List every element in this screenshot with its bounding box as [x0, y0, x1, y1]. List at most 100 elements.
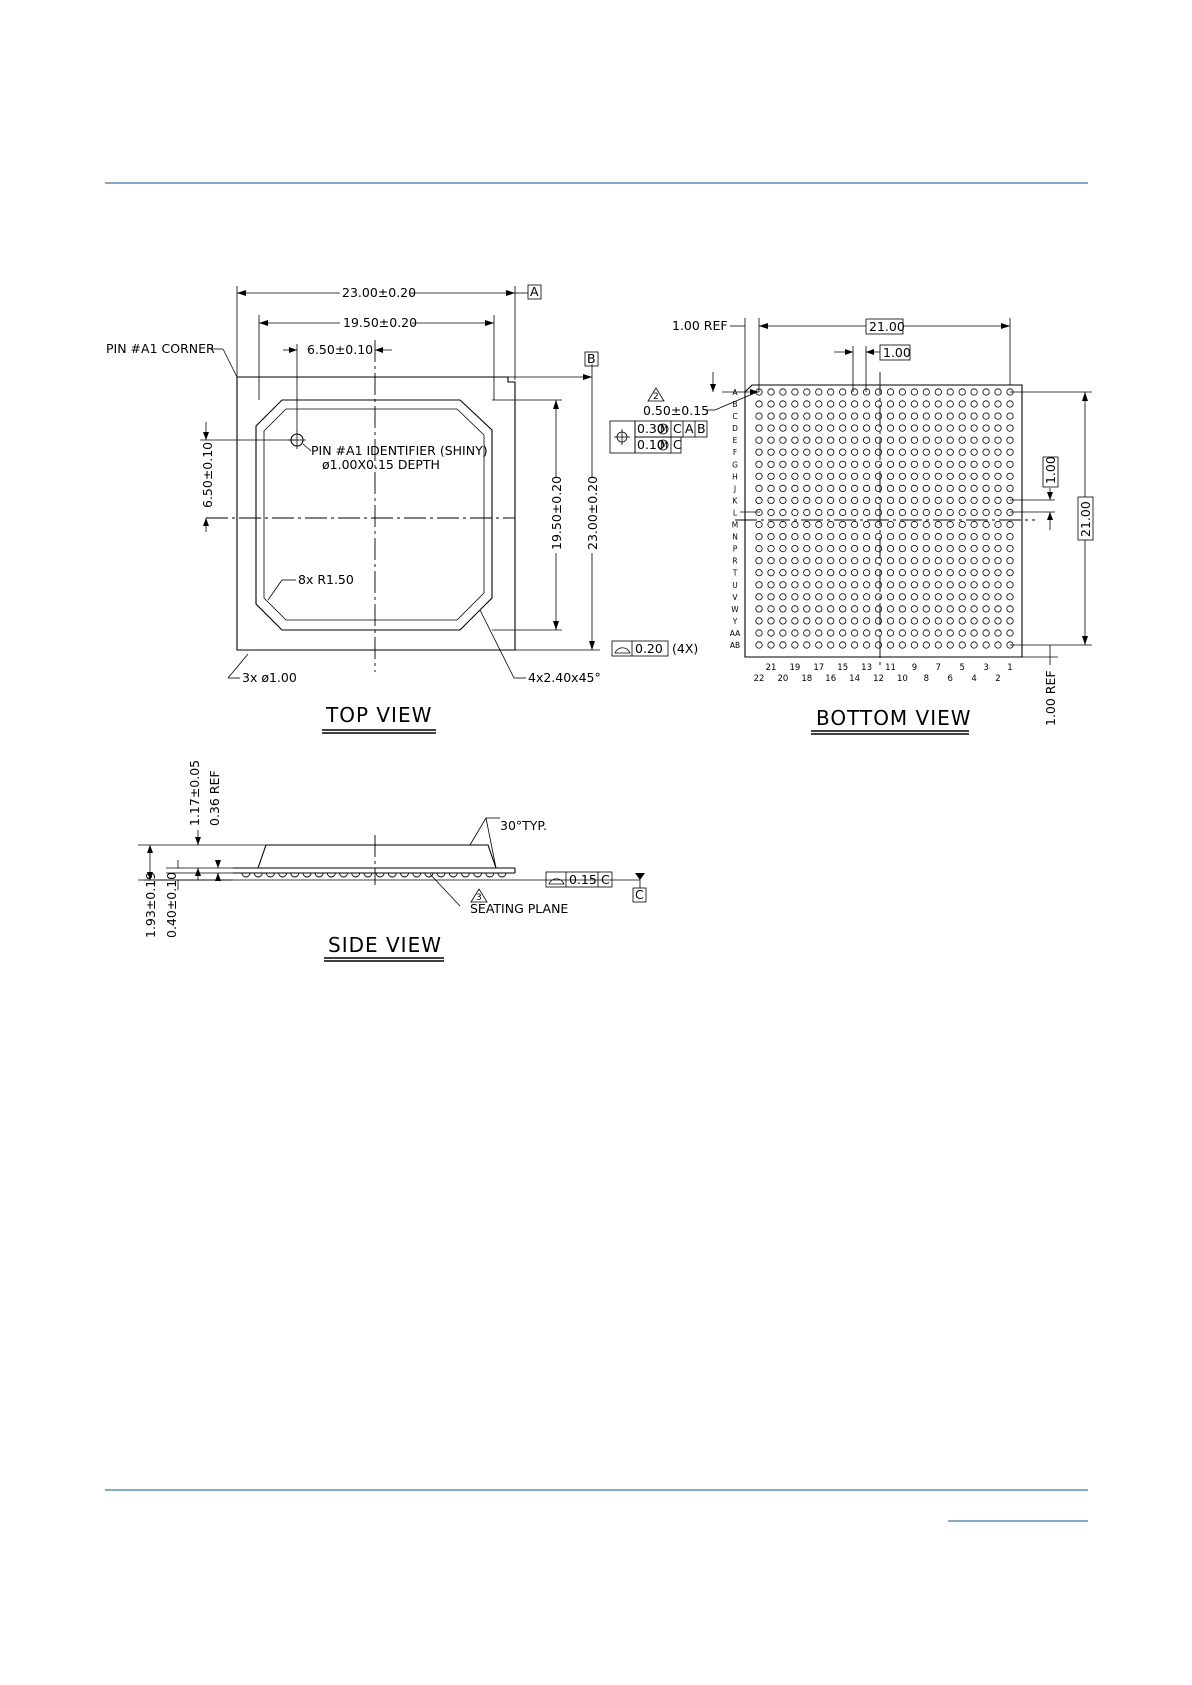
row-label: L: [733, 509, 738, 518]
ball: [850, 400, 859, 408]
ball: [779, 581, 787, 589]
ball: [898, 412, 907, 420]
row-label: G: [732, 460, 738, 469]
ball: [839, 593, 847, 601]
ball: [779, 472, 787, 480]
ball: [886, 448, 895, 456]
ball: [934, 593, 942, 601]
ball: [755, 472, 763, 480]
ball: [898, 520, 907, 529]
ball: [874, 629, 883, 637]
ball: [934, 532, 942, 541]
ball: [958, 424, 966, 432]
ball: [994, 424, 1002, 432]
ball: [898, 484, 907, 492]
side-flatness-datum: C: [601, 872, 610, 887]
ball: [898, 424, 907, 432]
side-ball: [448, 872, 458, 878]
ball: [922, 436, 930, 444]
ball: [791, 544, 799, 553]
ball: [827, 400, 835, 408]
ball: [862, 532, 871, 541]
row-label: B: [732, 400, 737, 409]
ball: [922, 412, 930, 420]
ball: [934, 472, 942, 480]
ball: [803, 605, 811, 613]
span-x: 21.00: [869, 319, 905, 334]
side-ball: [460, 872, 470, 878]
ball: [946, 557, 954, 565]
ball: [862, 412, 871, 420]
column-label: 9: [912, 663, 917, 673]
ball: [767, 472, 775, 480]
ball: [862, 605, 871, 613]
ball: [791, 424, 799, 432]
ball: [910, 581, 919, 589]
side-flatness-icon: [548, 878, 565, 885]
ball: [970, 557, 978, 565]
ball: [767, 593, 775, 601]
ball: [767, 532, 775, 541]
ball: [755, 484, 763, 492]
ball: [839, 629, 847, 637]
ball: [970, 593, 978, 601]
row-label: F: [733, 448, 737, 457]
column-label: 3: [983, 663, 988, 673]
ball: [958, 508, 966, 517]
ball: [1006, 520, 1014, 529]
column-label: 5: [959, 663, 964, 673]
ball: [803, 544, 811, 553]
ball: [910, 508, 919, 517]
side-ball: [436, 872, 446, 878]
ball: [839, 641, 847, 649]
ball: [827, 508, 835, 517]
ball: [946, 520, 954, 529]
ball: [934, 581, 942, 589]
ball: [827, 641, 835, 649]
ball: [982, 388, 990, 396]
ball: [850, 544, 859, 553]
ball: [755, 617, 763, 625]
ball: [970, 641, 978, 649]
ball: [839, 569, 847, 577]
tol-row2-value: 0.10: [637, 437, 665, 452]
ball: [791, 484, 799, 492]
ball: [958, 605, 966, 613]
ball: [815, 605, 823, 613]
dim-offset-y: 6.50±0.10: [200, 442, 215, 508]
ball: [779, 629, 787, 637]
ball: [874, 532, 883, 541]
ball: [982, 424, 990, 432]
ball: [1006, 557, 1014, 565]
ball: [862, 400, 871, 408]
ball: [755, 424, 763, 432]
ball: [827, 544, 835, 553]
ball: [827, 388, 835, 396]
ball: [850, 496, 859, 504]
ball: [862, 388, 871, 396]
ball: [922, 557, 930, 565]
ball: [803, 484, 811, 492]
ball: [874, 472, 883, 480]
ball: [970, 496, 978, 504]
row-label: AB: [730, 641, 740, 650]
side-ball: [265, 872, 275, 878]
svg-text:M: M: [660, 425, 668, 435]
row-label: K: [733, 496, 739, 505]
ball: [874, 593, 883, 601]
ball: [922, 544, 930, 553]
ball: [886, 629, 895, 637]
ball: [922, 508, 930, 517]
ball: [791, 460, 799, 468]
side-ball: [375, 872, 385, 878]
ball: [994, 617, 1002, 625]
ball: [874, 388, 883, 396]
ball: [755, 400, 763, 408]
ball: [755, 412, 763, 420]
ball: [791, 605, 799, 613]
ball: [827, 496, 835, 504]
flag-2-icon: [647, 387, 665, 402]
side-ball: [351, 872, 361, 878]
side-balls: [241, 872, 507, 878]
ball: [755, 436, 763, 444]
